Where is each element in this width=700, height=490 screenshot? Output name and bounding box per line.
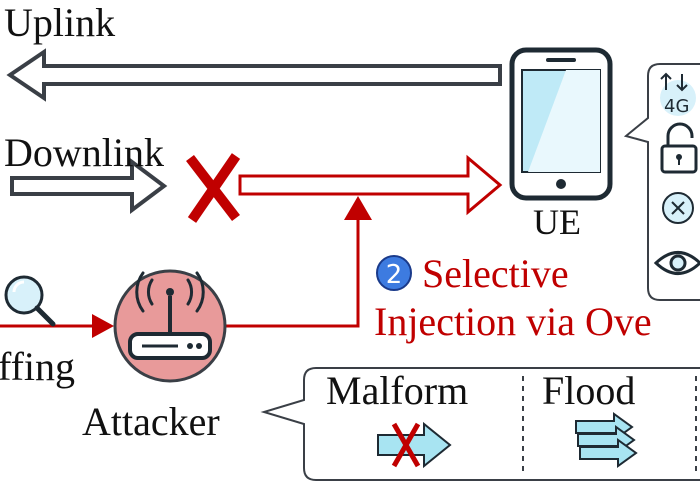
step-badge: 2 <box>376 255 412 291</box>
flood-packets-icon <box>575 412 638 468</box>
selective-label: Selective <box>422 251 569 296</box>
malform-label: Malform <box>326 368 468 413</box>
injected-downlink-arrow <box>238 154 503 216</box>
sniffing-label: ffing <box>0 344 75 389</box>
injection-arrowhead <box>344 196 372 220</box>
uplink-label: Uplink <box>4 0 115 45</box>
injection-label: Injection via Ove <box>374 299 652 344</box>
downlink-label: Downlink <box>4 130 164 175</box>
downlink-arrow <box>10 158 168 214</box>
eye-icon <box>653 251 700 275</box>
flood-label: Flood <box>542 368 635 413</box>
sniffing-arrowhead <box>92 314 114 338</box>
blocked-x-icon <box>186 153 241 223</box>
uplink-arrow <box>6 48 502 102</box>
network-4g-label: 4G <box>664 96 689 117</box>
router-icon <box>113 269 227 383</box>
ue-label: UE <box>533 202 581 242</box>
network-4g-icon: 4G <box>660 72 696 117</box>
search-icon <box>4 275 56 327</box>
attacker-label: Attacker <box>82 399 220 444</box>
step-number: 2 <box>386 260 403 290</box>
injection-path <box>226 218 360 328</box>
phone-icon <box>509 47 613 201</box>
cancel-circle-icon <box>662 192 694 224</box>
lock-open-icon <box>660 122 698 174</box>
malformed-packet-icon <box>377 421 452 469</box>
